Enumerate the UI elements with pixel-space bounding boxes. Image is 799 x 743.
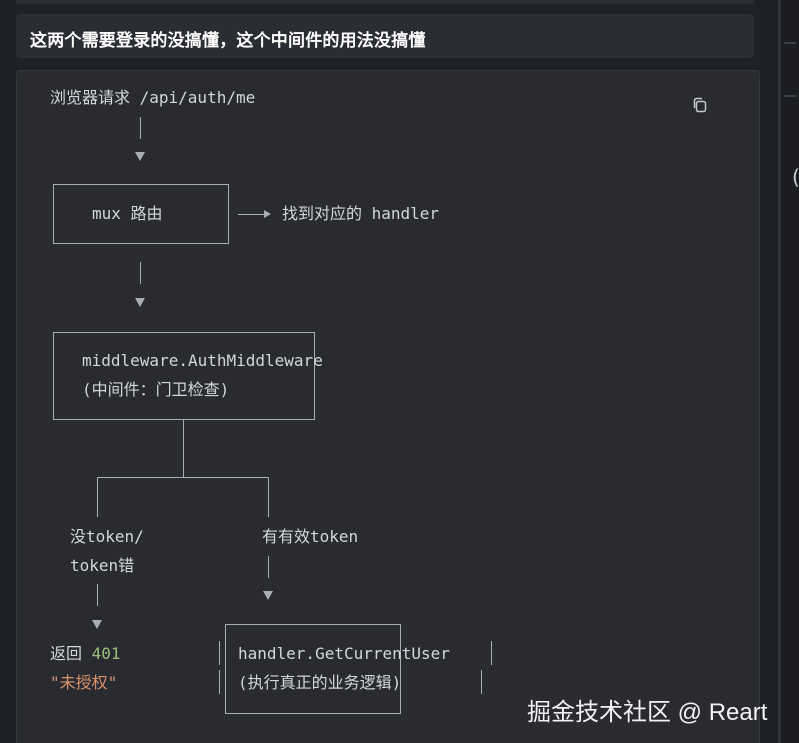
- panel-divider: [784, 95, 796, 97]
- left-branch-connector: [97, 477, 98, 517]
- handler-box-edge: [481, 670, 482, 694]
- mux-annotation: 找到对应的 handler: [282, 204, 440, 223]
- flow-connector: [140, 117, 141, 139]
- handler-box-edge: [491, 641, 492, 665]
- flow-arrow-down: [92, 620, 102, 629]
- middleware-label: middleware.AuthMiddleware: [82, 351, 323, 370]
- annotation-arrow: [264, 210, 271, 218]
- flow-arrow-down: [263, 591, 273, 600]
- flow-connector: [140, 262, 141, 284]
- result-prefix: 返回: [50, 644, 92, 663]
- flow-arrow-down: [135, 298, 145, 307]
- mux-router-label: mux 路由: [92, 204, 163, 223]
- handler-box-edge: [219, 670, 220, 694]
- watermark: 掘金技术社区 @ Reart: [527, 699, 768, 726]
- right-branch-label: 有有效token: [262, 527, 359, 546]
- handler-box: [225, 624, 401, 714]
- side-panel: [781, 0, 799, 743]
- code-block: [16, 70, 760, 743]
- panel-divider: [784, 42, 796, 44]
- question-text: 这两个需要登录的没搞懂，这个中间件的用法没搞懂: [30, 31, 426, 51]
- right-branch-connector: [268, 477, 269, 517]
- flow-connector: [268, 556, 269, 578]
- annotation-connector: [238, 214, 264, 215]
- panel-icon[interactable]: (: [792, 166, 799, 188]
- branch-line: [97, 477, 269, 478]
- request-line: 浏览器请求 /api/auth/me: [50, 88, 256, 107]
- flow-arrow-down: [135, 152, 145, 161]
- flow-connector: [97, 584, 98, 606]
- unauthorized-result: 返回 401: [50, 644, 121, 664]
- question-message: 这两个需要登录的没搞懂，这个中间件的用法没搞懂: [16, 14, 754, 58]
- unauthorized-message: "未授权": [50, 673, 118, 692]
- copy-icon: [693, 97, 707, 113]
- flow-connector: [183, 419, 184, 477]
- copy-button[interactable]: [690, 95, 710, 115]
- middleware-box: [53, 332, 315, 420]
- mux-router-box: [53, 184, 229, 244]
- scrollbar[interactable]: [778, 0, 781, 743]
- status-code: 401: [91, 644, 121, 663]
- left-branch-label-2: token错: [70, 556, 135, 575]
- handler-description: (执行真正的业务逻辑): [238, 673, 402, 692]
- left-branch-label: 没token/: [70, 527, 144, 546]
- handler-label: handler.GetCurrentUser: [238, 644, 450, 663]
- previous-message-edge: [16, 0, 754, 4]
- middleware-description: (中间件：门卫检查): [82, 380, 230, 399]
- handler-box-edge: [219, 641, 220, 665]
